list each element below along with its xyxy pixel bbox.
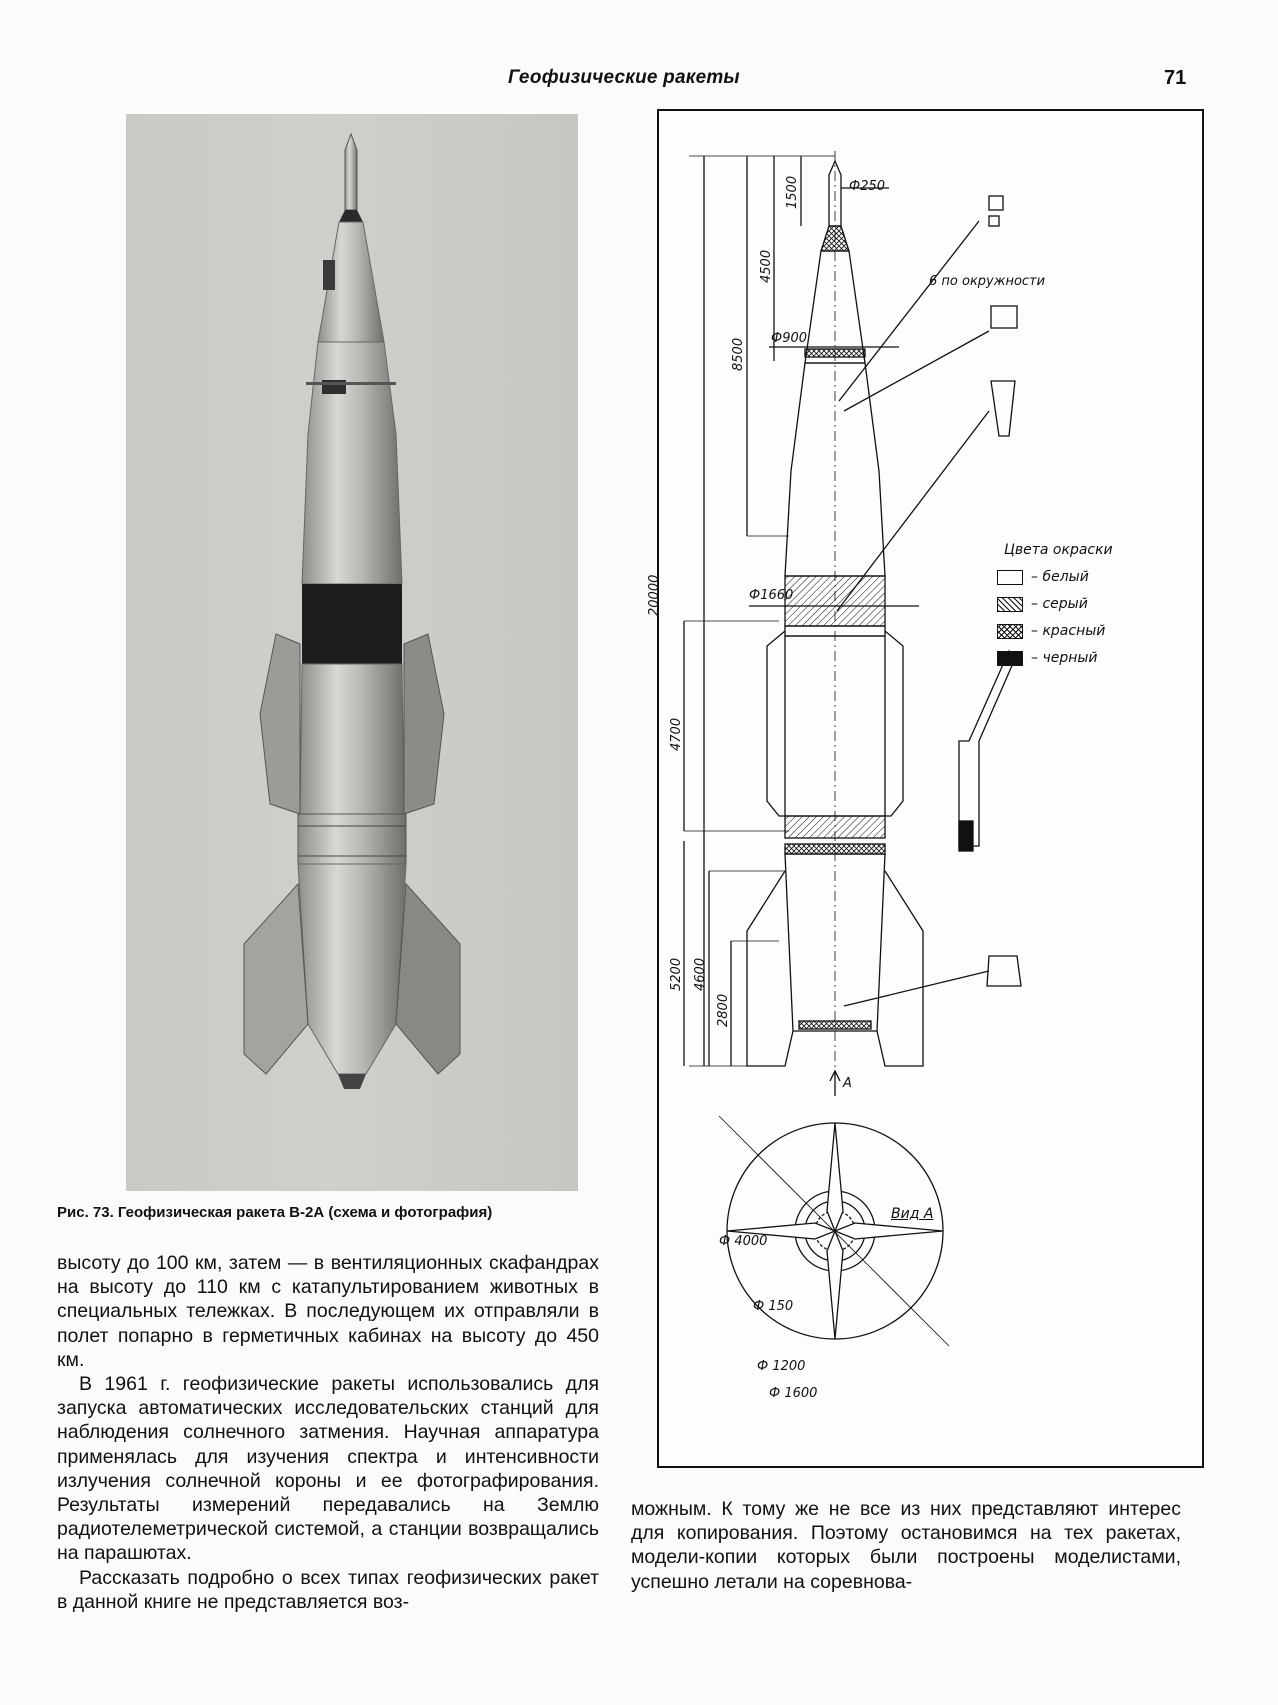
running-title: Геофизические ракеты: [508, 67, 740, 88]
figure-caption: Рис. 73. Геофизическая ракета В-2А (схем…: [57, 1204, 493, 1221]
swatch-plain: [997, 569, 1023, 585]
dim-d-body: Ф1660: [749, 588, 794, 603]
legend-label: – серый: [1031, 596, 1088, 612]
note-around: 6 по окружности: [929, 274, 1046, 289]
legend-item-grey: – серый: [997, 595, 1088, 613]
view-a-title: Вид А: [891, 1206, 934, 1222]
legend-item-white: – белый: [997, 568, 1089, 586]
swatch-black: [997, 650, 1023, 666]
dim-d-4000: Ф 4000: [719, 1234, 768, 1249]
legend-item-black: – черный: [997, 649, 1098, 667]
legend-item-red: – красный: [997, 622, 1105, 640]
paragraph: можным. К тому же не все из них представ…: [631, 1498, 1181, 1593]
dim-len-5200: 5200: [669, 957, 684, 991]
dim-d-1600: Ф 1600: [769, 1386, 818, 1401]
dim-len-4600: 4600: [693, 957, 708, 991]
legend-label: – белый: [1031, 569, 1089, 585]
dim-d-1200: Ф 1200: [757, 1359, 806, 1374]
swatch-cross: [997, 623, 1023, 639]
legend-label: – красный: [1031, 623, 1106, 639]
view-arrow-label: А: [843, 1076, 852, 1091]
dim-len-20000: 20000: [647, 574, 662, 616]
dim-len-4700: 4700: [669, 717, 684, 751]
dim-len-8500: 8500: [731, 337, 746, 371]
dim-len-2800: 2800: [716, 993, 731, 1027]
paragraph: Рассказать подробно о всех типах геофизи…: [57, 1566, 599, 1613]
rocket-drawing: Ф250 Ф900 Ф1660 1500 4500 8500 20000 470…: [647, 109, 1204, 1468]
dim-len-4500: 4500: [759, 249, 774, 283]
page-number: 71: [1164, 67, 1187, 89]
dim-d-head: Ф900: [771, 331, 808, 346]
dim-len-1500: 1500: [785, 175, 800, 209]
dim-d-nose: Ф250: [849, 179, 886, 194]
legend-title: Цвета окраски: [1004, 542, 1113, 558]
body-column-right: можным. К тому же не все из них представ…: [631, 1497, 1181, 1594]
dim-d-150: Ф 150: [753, 1299, 794, 1314]
legend-label: – черный: [1031, 650, 1098, 666]
rocket-photo: [126, 114, 578, 1191]
body-column-left: высоту до 100 км, затем — в вентиляционн…: [57, 1251, 599, 1614]
paragraph: В 1961 г. геофизические ракеты использов…: [57, 1373, 599, 1565]
swatch-hatch: [997, 596, 1023, 612]
paragraph: высоту до 100 км, затем — в вентиляционн…: [57, 1252, 599, 1371]
